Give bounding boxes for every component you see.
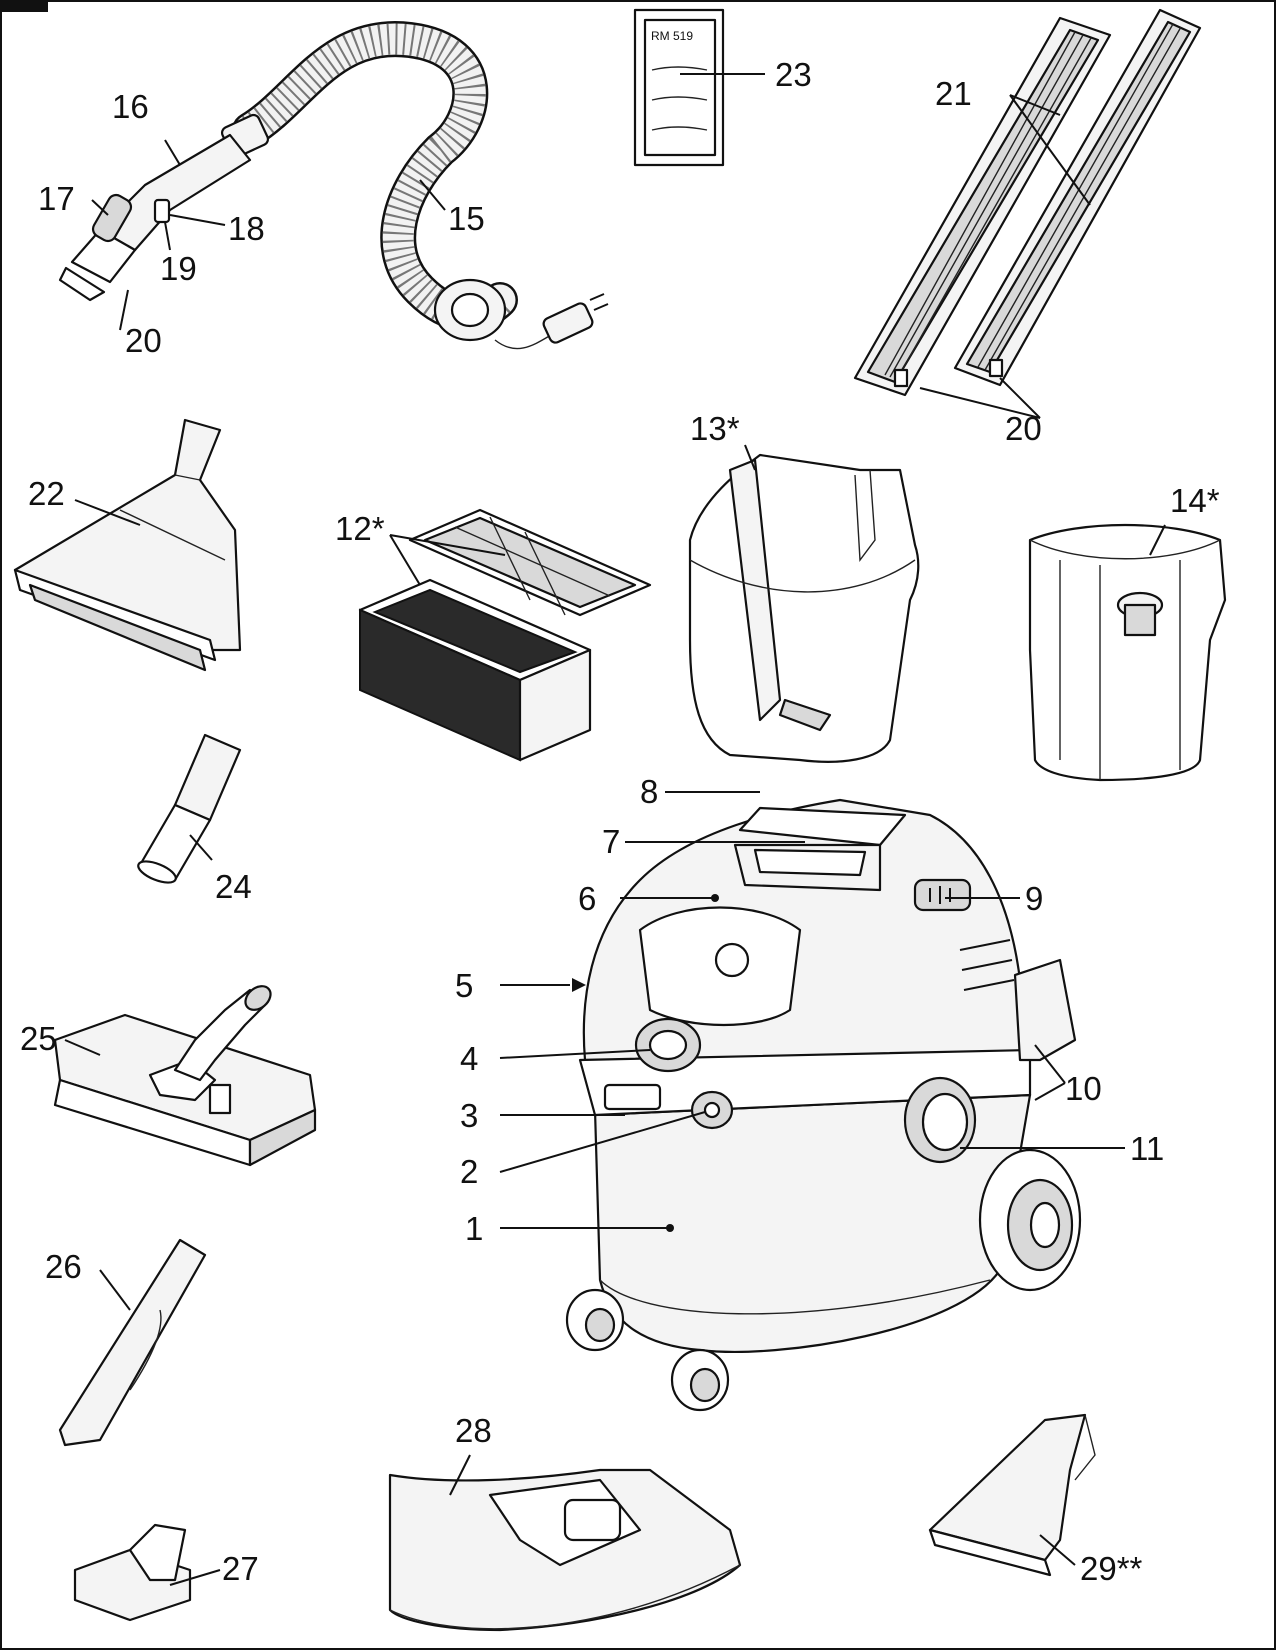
label-8: 8 <box>640 773 658 810</box>
label-3: 3 <box>460 1097 478 1134</box>
label-7: 7 <box>602 823 620 860</box>
label-18: 18 <box>228 210 265 247</box>
label-27: 27 <box>222 1550 259 1587</box>
upholstery-nozzle-illustration <box>13 418 242 672</box>
floor-nozzle-illustration <box>53 985 317 1167</box>
label-25: 25 <box>20 1020 57 1057</box>
label-10: 10 <box>1065 1070 1102 1107</box>
label-17: 17 <box>38 180 75 217</box>
info-card-illustration: RM 519 <box>633 8 725 167</box>
label-21: 21 <box>935 75 972 112</box>
label-6: 6 <box>578 880 596 917</box>
leader-lines <box>64 73 1166 1586</box>
crevice-nozzle-illustration <box>58 1238 207 1447</box>
small-nozzle-illustration <box>73 1523 192 1622</box>
card-text: RM 519 <box>651 29 693 43</box>
label-26: 26 <box>45 1248 82 1285</box>
label-23: 23 <box>775 56 812 93</box>
protective-cover-illustration <box>388 1468 742 1632</box>
float-cage-illustration <box>1028 523 1227 782</box>
label-16: 16 <box>112 88 149 125</box>
label-13: 13* <box>690 410 740 447</box>
label-24: 24 <box>215 868 252 905</box>
label-19: 19 <box>160 250 197 287</box>
label-11: 11 <box>1130 1130 1164 1167</box>
adapter-illustration <box>137 733 242 884</box>
label-2: 2 <box>460 1153 478 1190</box>
label-5: 5 <box>455 967 473 1004</box>
label-4: 4 <box>460 1040 478 1077</box>
label-20a: 20 <box>125 322 162 359</box>
label-15: 15 <box>448 200 485 237</box>
flat-filters-illustration <box>358 508 652 762</box>
label-14: 14* <box>1170 482 1220 519</box>
squeegee-strips-illustration <box>853 8 1202 397</box>
spray-extraction-nozzle-illustration <box>928 1413 1096 1577</box>
label-22: 22 <box>28 475 65 512</box>
label-1: 1 <box>465 1210 483 1247</box>
label-12: 12* <box>335 510 385 547</box>
suction-hose-illustration <box>58 21 609 350</box>
dirt-tray-illustration <box>688 453 920 763</box>
label-20b: 20 <box>1005 410 1042 447</box>
label-29: 29** <box>1080 1550 1143 1587</box>
vacuum-body-illustration <box>565 798 1082 1412</box>
corner-marker <box>0 0 48 12</box>
part-labels: 1 2 3 4 5 6 7 8 9 10 11 12* 13* 14* 15 1… <box>20 56 1220 1587</box>
label-28: 28 <box>455 1412 492 1449</box>
label-9: 9 <box>1025 880 1043 917</box>
